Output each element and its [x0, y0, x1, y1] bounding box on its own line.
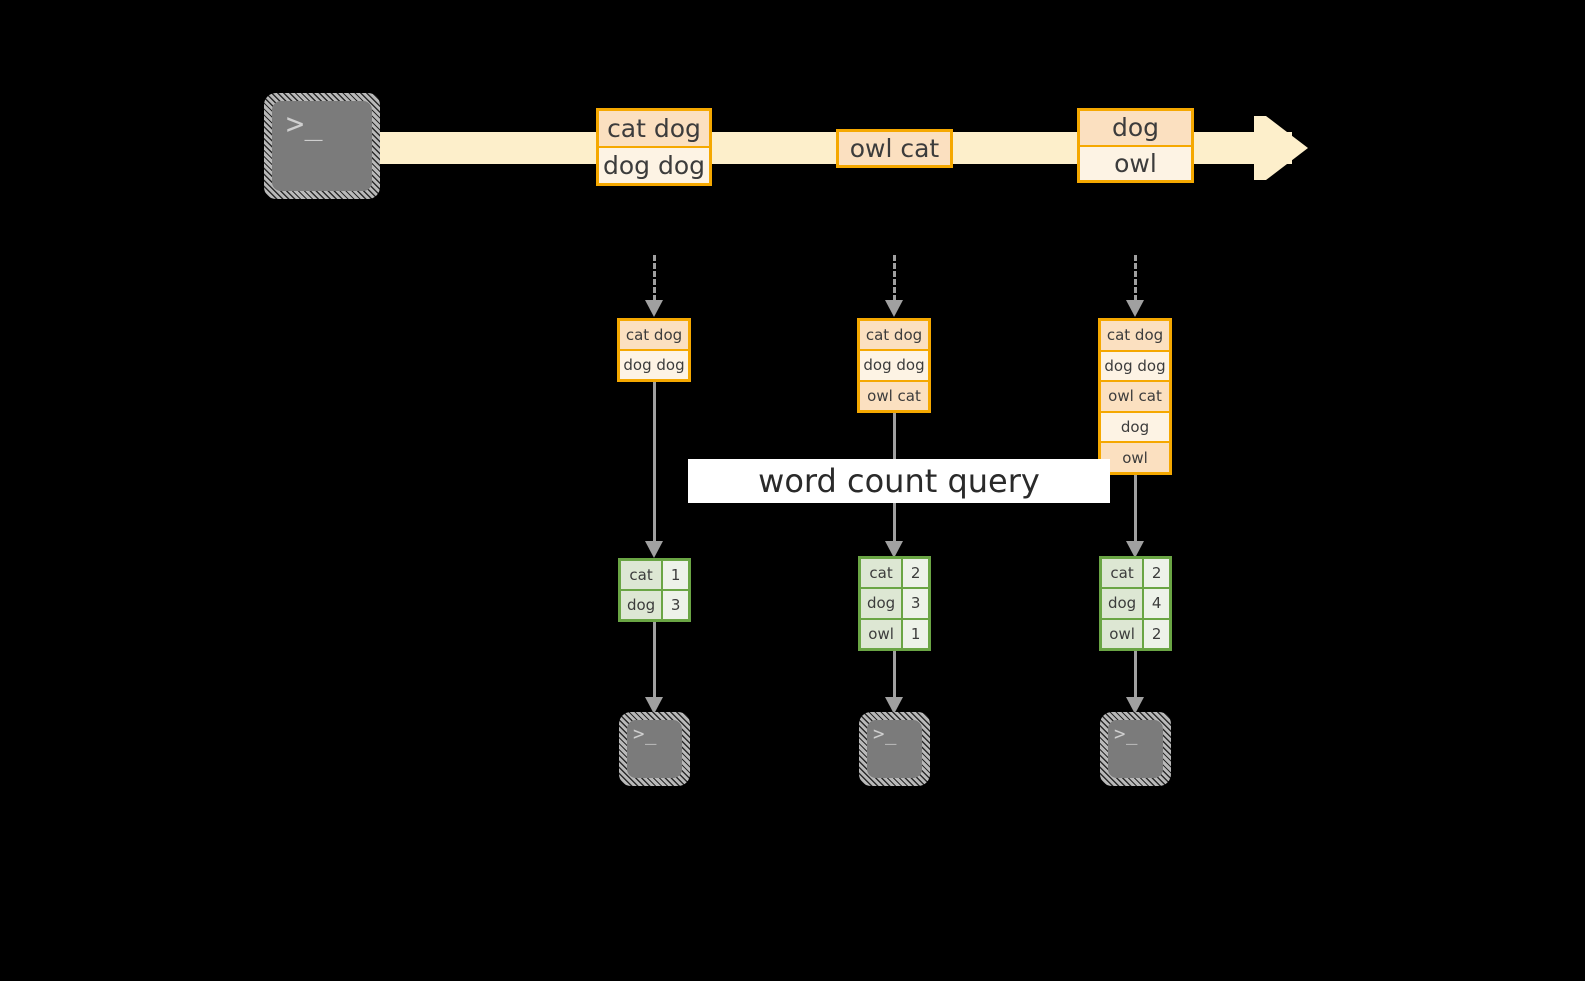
- stream-message-line: cat dog: [599, 111, 709, 146]
- snapshot-line: owl cat: [1101, 380, 1169, 411]
- table-row: cat 1: [621, 561, 688, 589]
- result-word: cat: [621, 561, 662, 589]
- table-row: cat 2: [861, 559, 928, 588]
- terminal-body: [1108, 720, 1163, 778]
- stream-message-line: owl: [1080, 144, 1191, 180]
- table-row: owl 2: [1102, 617, 1169, 648]
- snapshot-box-3[interactable]: cat dog dog dog owl cat dog owl: [1098, 318, 1172, 475]
- result-word: owl: [1102, 619, 1143, 648]
- result-word: owl: [861, 619, 902, 648]
- result-word: dog: [861, 589, 902, 618]
- result-count: 3: [661, 591, 688, 619]
- result-count: 2: [1142, 559, 1169, 588]
- table-row: dog 3: [621, 589, 688, 619]
- sink-connector-2: [885, 651, 903, 714]
- sink-connector-3: [1126, 651, 1144, 714]
- terminal-sink-2[interactable]: >_: [859, 712, 930, 786]
- snapshot-line: dog dog: [860, 349, 928, 380]
- result-count: 4: [1142, 589, 1169, 618]
- terminal-source[interactable]: >_: [264, 93, 380, 199]
- table-row: dog 4: [1102, 587, 1169, 618]
- result-word: cat: [861, 559, 902, 588]
- stream-message-1[interactable]: cat dog dog dog: [596, 108, 712, 186]
- table-row: dog 3: [861, 587, 928, 618]
- result-word: dog: [621, 591, 662, 619]
- snapshot-line: cat dog: [1101, 321, 1169, 350]
- query-label: word count query: [688, 459, 1110, 503]
- result-count: 3: [901, 589, 928, 618]
- snapshot-box-1[interactable]: cat dog dog dog: [617, 318, 691, 382]
- table-row: owl 1: [861, 617, 928, 648]
- stream-message-line: owl cat: [839, 132, 950, 165]
- stream-message-line: dog: [1080, 111, 1191, 145]
- stream-band-arrowhead: [1266, 116, 1308, 180]
- snapshot-line: dog dog: [620, 349, 688, 379]
- result-word: dog: [1102, 589, 1143, 618]
- stream-band-arrow-shoulder: [1254, 116, 1266, 180]
- snapshot-box-2[interactable]: cat dog dog dog owl cat: [857, 318, 931, 413]
- snapshot-line: dog: [1101, 410, 1169, 442]
- table-row: cat 2: [1102, 559, 1169, 588]
- result-table-2[interactable]: cat 2 dog 3 owl 1: [858, 556, 931, 651]
- result-count: 1: [901, 619, 928, 648]
- query-connector-3: [1126, 475, 1144, 558]
- terminal-body: [627, 720, 682, 778]
- snapshot-line: dog dog: [1101, 349, 1169, 381]
- terminal-body: [272, 101, 372, 191]
- terminal-sink-3[interactable]: >_: [1100, 712, 1171, 786]
- snapshot-connector-3: [1126, 255, 1144, 317]
- snapshot-line: owl: [1101, 441, 1169, 472]
- result-count: 1: [661, 561, 688, 589]
- snapshot-connector-1: [645, 255, 663, 317]
- stream-message-line: dog dog: [599, 146, 709, 183]
- snapshot-line: cat dog: [860, 321, 928, 350]
- result-table-1[interactable]: cat 1 dog 3: [618, 558, 691, 622]
- query-connector-1: [645, 382, 663, 558]
- stream-message-2[interactable]: owl cat: [836, 129, 953, 168]
- result-count: 2: [901, 559, 928, 588]
- terminal-prompt-icon: >_: [633, 723, 657, 745]
- terminal-prompt-icon: >_: [873, 723, 897, 745]
- terminal-sink-1[interactable]: >_: [619, 712, 690, 786]
- terminal-body: [867, 720, 922, 778]
- sink-connector-1: [645, 622, 663, 714]
- terminal-prompt-icon: >_: [1114, 723, 1138, 745]
- result-word: cat: [1102, 559, 1143, 588]
- snapshot-line: cat dog: [620, 321, 688, 349]
- result-table-3[interactable]: cat 2 dog 4 owl 2: [1099, 556, 1172, 651]
- stream-message-3[interactable]: dog owl: [1077, 108, 1194, 183]
- snapshot-connector-2: [885, 255, 903, 317]
- snapshot-line: owl cat: [860, 379, 928, 410]
- result-count: 2: [1142, 619, 1169, 648]
- terminal-prompt-icon: >_: [286, 107, 324, 142]
